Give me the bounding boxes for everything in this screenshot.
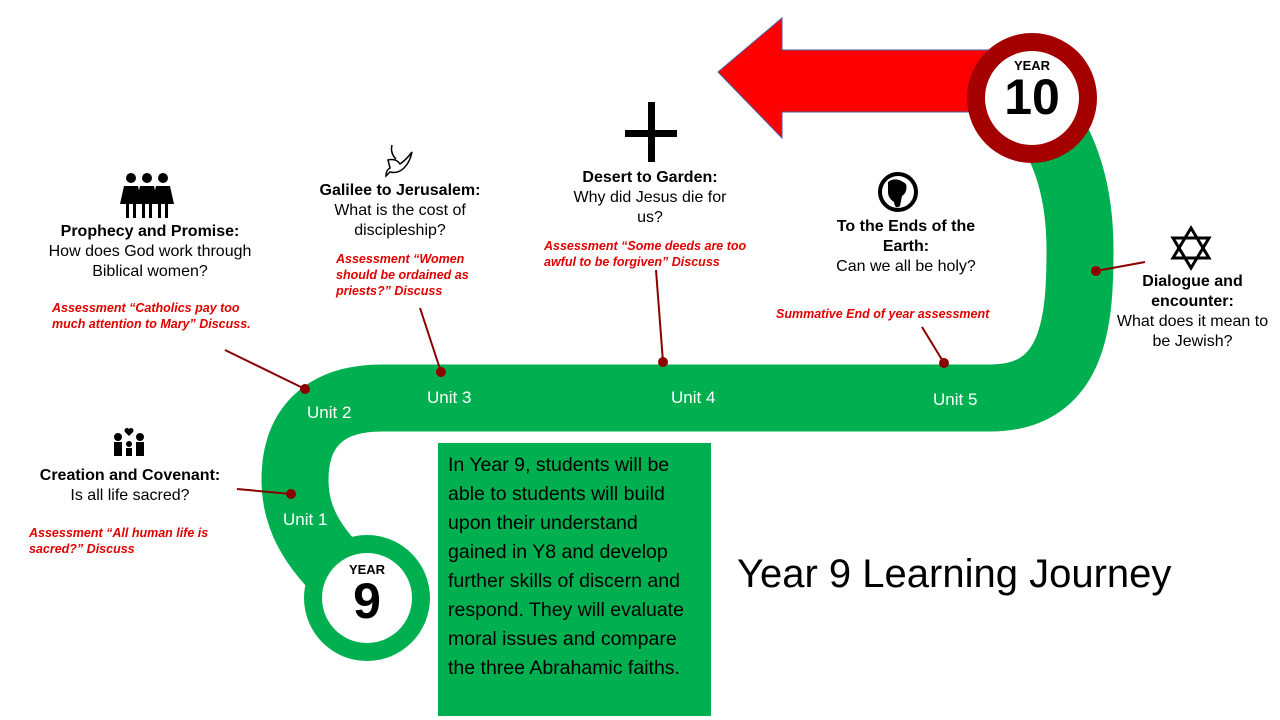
unit-2-assessment: Assessment “Catholics pay too much atten… bbox=[52, 301, 251, 331]
unit-3-assessment: Assessment “Women should be ordained as … bbox=[336, 252, 469, 298]
summary-box: In Year 9, students will be able to stud… bbox=[438, 443, 711, 716]
unit-4-question: Why did Jesus die for us? bbox=[573, 189, 727, 226]
dove-icon bbox=[385, 144, 413, 178]
unit-1-label: Unit 1 bbox=[283, 510, 328, 529]
unit-1-assessment: Assessment “All human life is sacred?” D… bbox=[29, 526, 209, 556]
connectors bbox=[224, 261, 1146, 499]
year10-number: 10 bbox=[1004, 69, 1060, 125]
unit-2-title: Prophecy and Promise: bbox=[60, 223, 240, 240]
unit-4-title: Desert to Garden: bbox=[582, 169, 718, 186]
arrow-icon bbox=[717, 16, 991, 140]
year10-badge: YEAR 10 bbox=[982, 58, 1082, 125]
unit-4-assessment: Assessment “Some deeds are too awful to … bbox=[544, 239, 747, 269]
unit-6-question: What does it mean to be Jewish? bbox=[1116, 313, 1269, 350]
year10-label: YEAR bbox=[1013, 58, 1051, 73]
year9-badge: YEAR 9 bbox=[327, 562, 407, 629]
unit-4-block: Desert to Garden: Why did Jesus die for u… bbox=[560, 168, 740, 228]
page-title: Year 9 Learning Journey bbox=[737, 552, 1172, 596]
unit-2-block: Prophecy and Promise: How does God work t… bbox=[40, 222, 260, 282]
unit-5-title: To the Ends of the Earth: bbox=[836, 218, 976, 255]
road-path bbox=[380, 101, 1114, 432]
unit-5-label: Unit 5 bbox=[933, 390, 978, 409]
star-of-david-icon bbox=[1170, 225, 1212, 271]
unit-3-title: Galilee to Jerusalem: bbox=[319, 182, 481, 199]
unit-1-title: Creation and Covenant: bbox=[39, 467, 221, 484]
unit-1-question: Is all life sacred? bbox=[70, 487, 190, 504]
cross-icon bbox=[625, 102, 677, 162]
unit-5-block: To the Ends of the Earth: Can we all be h… bbox=[826, 217, 986, 277]
family-icon bbox=[114, 428, 144, 456]
year9-label: YEAR bbox=[348, 562, 386, 577]
unit-6-title: Dialogue and encounter: bbox=[1142, 273, 1243, 310]
unit-5-assessment: Summative End of year assessment bbox=[776, 307, 990, 321]
unit-6-block: Dialogue and encounter:What does it mean… bbox=[1115, 272, 1270, 352]
unit-4-label: Unit 4 bbox=[671, 388, 716, 407]
unit-3-block: Galilee to Jerusalem: What is the cost of… bbox=[310, 181, 490, 241]
unit-2-question: How does God work through Biblical women… bbox=[48, 243, 252, 280]
women-icon bbox=[120, 173, 174, 218]
globe-icon bbox=[878, 172, 918, 212]
unit-3-label: Unit 3 bbox=[427, 388, 472, 407]
year9-number: 9 bbox=[353, 573, 381, 629]
unit-3-question: What is the cost of discipleship? bbox=[334, 202, 466, 239]
unit-5-question: Can we all be holy? bbox=[836, 258, 976, 275]
unit-1-block: Creation and Covenant: Is all life sacred… bbox=[10, 466, 250, 506]
unit-2-label: Unit 2 bbox=[307, 403, 352, 422]
